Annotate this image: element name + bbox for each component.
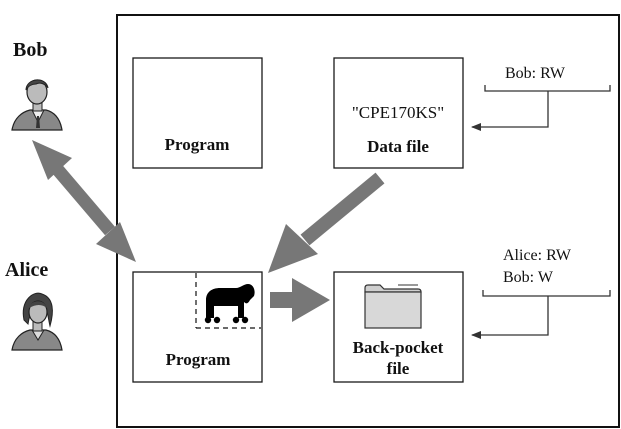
trojan-section bbox=[195, 273, 261, 329]
acl-entry: Alice: RW bbox=[503, 247, 572, 264]
acl-entry: Bob: RW bbox=[505, 65, 566, 82]
program-label-top: Program bbox=[165, 135, 230, 154]
acl-entry: Bob: W bbox=[503, 269, 554, 286]
data-file-label: Data file bbox=[367, 137, 429, 156]
person-name-bob: Bob bbox=[13, 39, 47, 61]
arrow-bob-program bbox=[32, 140, 136, 262]
arrow-datafile-to-program bbox=[268, 172, 385, 273]
user-female-icon bbox=[11, 292, 63, 351]
program-box-top bbox=[132, 57, 263, 169]
back-pocket-label-1: Back-pocket bbox=[353, 338, 444, 357]
system-boundary bbox=[116, 14, 620, 428]
user-male-icon bbox=[11, 79, 63, 131]
arrow-program-to-backpocket bbox=[270, 278, 330, 322]
program-label-bottom: Program bbox=[166, 350, 231, 369]
person-name-alice: Alice bbox=[5, 259, 48, 281]
trojan-horse-icon bbox=[204, 284, 255, 324]
data-file-box bbox=[333, 57, 464, 169]
data-file-name: "CPE170KS" bbox=[352, 103, 444, 122]
acl-data-file: Bob: RW bbox=[471, 65, 611, 131]
back-pocket-label-2: file bbox=[387, 359, 410, 378]
folder-icon bbox=[364, 284, 422, 329]
acl-back-pocket: Alice: RW Bob: W bbox=[471, 247, 611, 339]
